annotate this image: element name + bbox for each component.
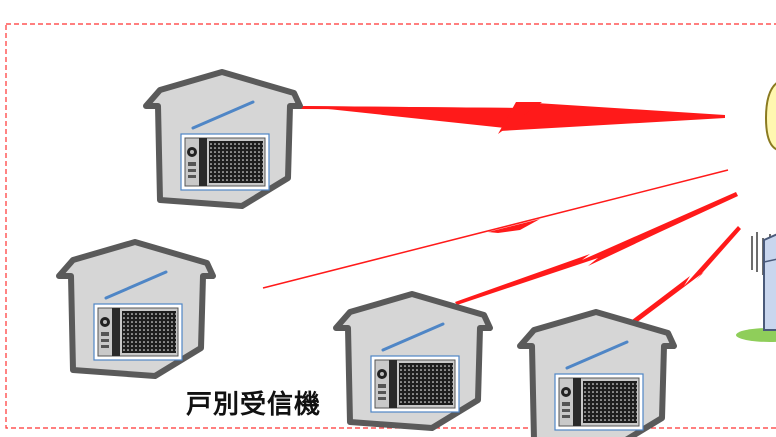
signal-bolt-3 <box>455 192 738 305</box>
house-icon <box>520 312 674 437</box>
dashed-area-border <box>5 23 776 429</box>
signal-bolt-1 <box>300 102 725 134</box>
signal-bolt-4 <box>632 226 741 323</box>
house-icon <box>59 242 213 376</box>
speech-bubble-icon <box>764 82 776 151</box>
ground-icon <box>736 328 776 342</box>
signal-line-2 <box>262 169 729 289</box>
house-icon <box>336 294 490 428</box>
building-icon <box>763 233 776 331</box>
household-receiver-label: 戸別受信機 <box>186 390 322 420</box>
house-icon <box>146 72 300 206</box>
signal-lines <box>262 102 741 323</box>
